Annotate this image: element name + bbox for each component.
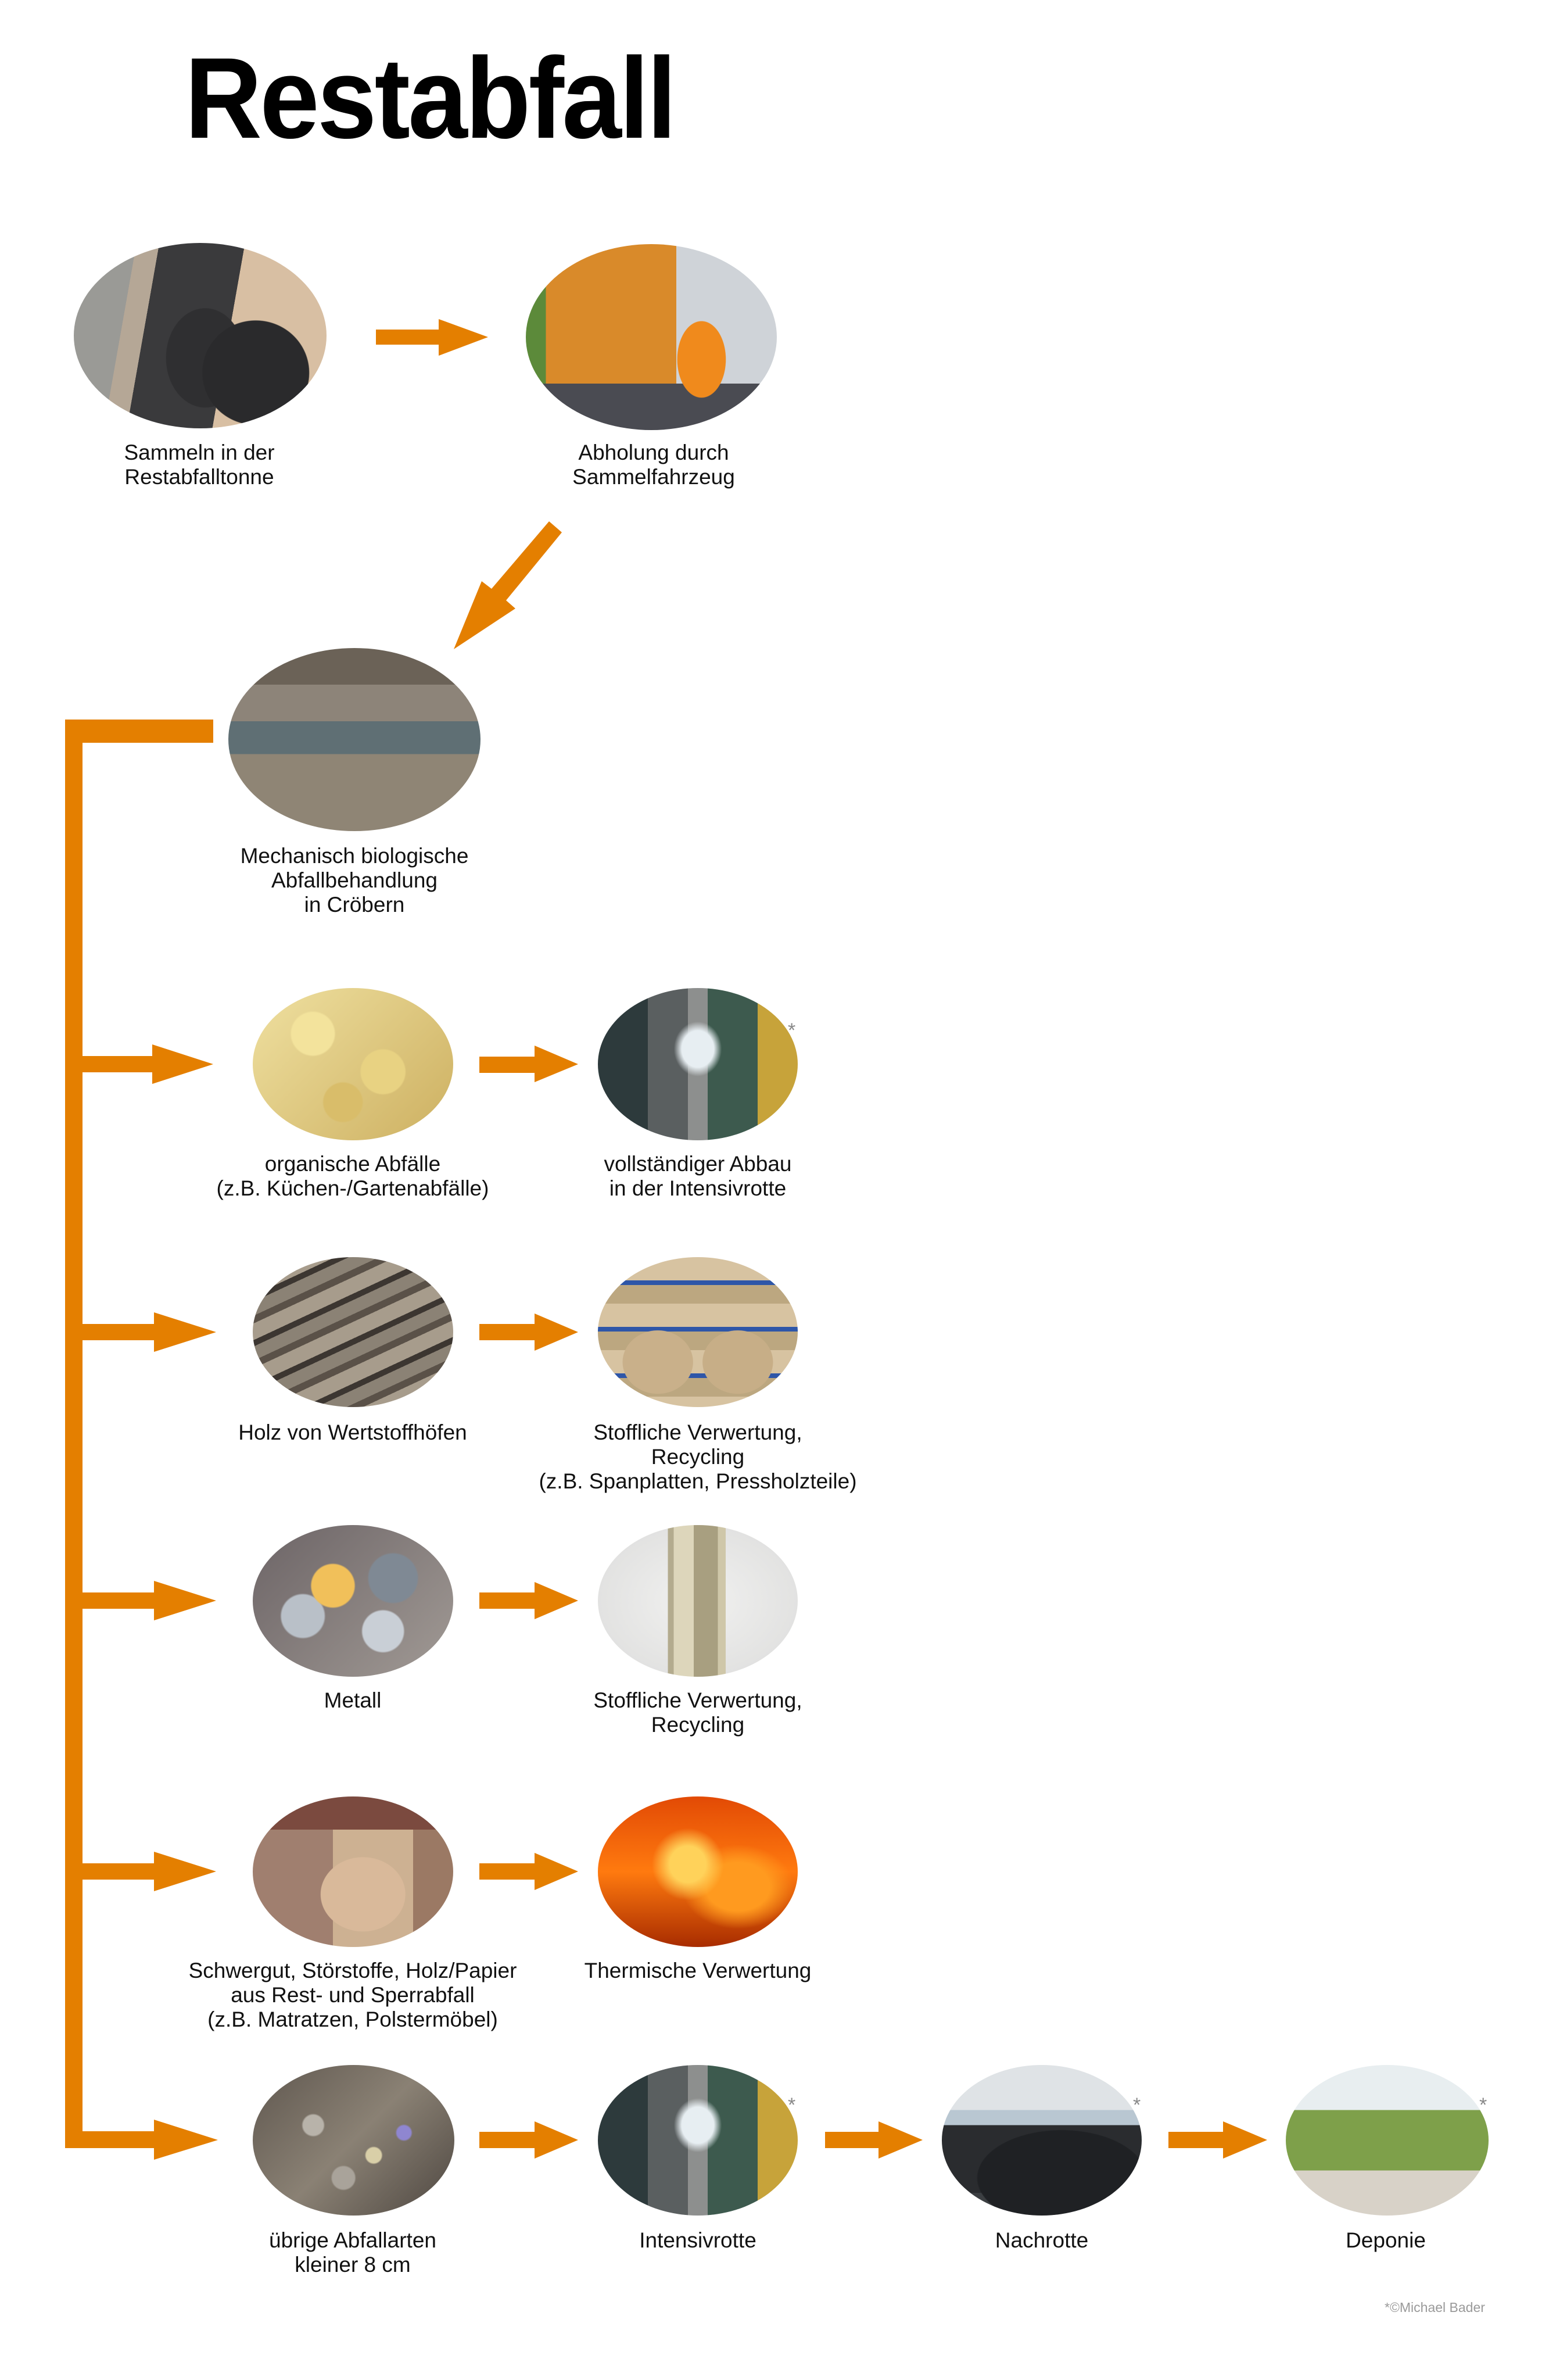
nachrotte-label: Nachrotte <box>995 2228 1088 2253</box>
arrow-rest-to-rotting <box>479 2121 578 2159</box>
label-line: Thermische Verwertung <box>584 1959 812 1982</box>
rest-label: übrige Abfallarten kleiner 8 cm <box>269 2228 436 2277</box>
metal-recycling-label: Stoffliche Verwertung, Recycling <box>593 1688 802 1737</box>
wood-label: Holz von Wertstoffhöfen <box>238 1420 467 1445</box>
label-line: aus Rest- und Sperrabfall <box>231 1983 475 2007</box>
treatment-label: Mechanisch biologische Abfallbehandlung … <box>241 844 469 917</box>
branch-arrow-metal <box>83 1581 216 1620</box>
arrow-metal-to-recycling <box>479 1582 578 1619</box>
wood-recycling-label: Stoffliche Verwertung, Recycling (z.B. S… <box>539 1420 856 1494</box>
photo-credit-asterisk: * <box>788 2094 796 2116</box>
label-line: Restabfalltonne <box>124 465 274 489</box>
arrow-rotting-to-nachrotte <box>825 2121 923 2159</box>
organic-label: organische Abfälle (z.B. Küchen-/Gartena… <box>217 1152 489 1201</box>
label-line: (z.B. Spanplatten, Pressholzteile) <box>539 1469 857 1493</box>
collect-label: Sammeln in der Restabfalltonne <box>124 441 274 489</box>
metal-label: Metall <box>324 1688 382 1713</box>
label-line: Holz von Wertstoffhöfen <box>238 1420 467 1444</box>
branch-arrow-rest <box>65 2120 218 2160</box>
landfill-hill-photo <box>1286 2065 1489 2216</box>
label-line: Recycling <box>651 1713 745 1737</box>
branch-arrow-bulky <box>83 1852 216 1891</box>
rotting-label: vollständiger Abbau in der Intensivrotte <box>604 1152 792 1201</box>
label-line: Recycling <box>651 1445 745 1469</box>
label-line: Intensivrotte <box>639 2228 756 2252</box>
label-line: in der Intensivrotte <box>609 1176 787 1200</box>
label-line: Stoffliche Verwertung, <box>593 1688 802 1712</box>
label-line: Sammeln in der <box>124 441 275 464</box>
pickup-label: Abholung durch Sammelfahrzeug <box>572 441 735 489</box>
label-line: Abfallbehandlung <box>271 868 438 892</box>
label-line: Schwergut, Störstoffe, Holz/Papier <box>188 1959 517 1982</box>
residual-waste-bins-photo <box>74 243 327 428</box>
wood-planks-photo <box>253 1257 453 1407</box>
label-line: in Cröbern <box>304 893 405 917</box>
branch-arrow-wood <box>83 1312 216 1352</box>
label-line: Sammelfahrzeug <box>572 465 735 489</box>
label-line: (z.B. Matratzen, Polstermöbel) <box>207 2007 498 2031</box>
wooden-chairs-photo <box>598 1257 798 1407</box>
label-line: Nachrotte <box>995 2228 1089 2252</box>
mba-hall-photo <box>228 648 481 831</box>
branch-trunk <box>65 720 83 2148</box>
label-line: Stoffliche Verwertung, <box>593 1420 802 1444</box>
label-line: Abholung durch <box>578 441 729 464</box>
label-line: übrige Abfallarten <box>269 2228 436 2252</box>
tin-can-photo <box>598 1525 798 1677</box>
arrow-pickup-to-mba <box>454 521 562 649</box>
arrow-wood-to-recycling <box>479 1314 578 1351</box>
photo-credit-asterisk: * <box>1479 2094 1487 2116</box>
arrow-collect-to-pickup <box>376 319 488 356</box>
shredded-waste-photo <box>253 2065 454 2216</box>
garbage-truck-photo <box>526 244 777 430</box>
metal-cans-photo <box>253 1525 453 1677</box>
deponie-label: Deponie <box>1346 2228 1426 2253</box>
fire-photo <box>598 1796 798 1947</box>
label-line: vollständiger Abbau <box>604 1152 792 1176</box>
label-line: Mechanisch biologische <box>240 844 469 868</box>
arrow-bulky-to-thermal <box>479 1853 578 1890</box>
label-line: kleiner 8 cm <box>295 2253 411 2277</box>
bulky-label: Schwergut, Störstoffe, Holz/Papier aus R… <box>189 1959 517 2032</box>
photo-credit-note: *©Michael Bader <box>1385 2300 1485 2315</box>
potato-peels-photo <box>253 988 453 1140</box>
thermal-label: Thermische Verwertung <box>585 1959 812 1983</box>
intensive-rotting-hall-photo <box>598 2065 798 2216</box>
arrow-nachrotte-to-deponie <box>1168 2121 1267 2159</box>
label-line: organische Abfälle <box>264 1152 441 1176</box>
photo-credit-asterisk: * <box>788 1019 796 1042</box>
branch-arrow-organic <box>83 1044 213 1084</box>
label-line: Metall <box>324 1688 382 1712</box>
label-line: (z.B. Küchen-/Gartenabfälle) <box>216 1176 489 1200</box>
photo-credit-asterisk: * <box>1133 2094 1141 2116</box>
old-armchairs-photo <box>253 1796 453 1947</box>
arrow-organic-to-rotting <box>479 1046 578 1082</box>
compost-heap-photo <box>942 2065 1142 2216</box>
label-line: Deponie <box>1346 2228 1426 2252</box>
intensive-rotting-hall-photo <box>598 988 798 1140</box>
branch-trunk-top <box>65 720 213 743</box>
intensivrotte-label: Intensivrotte <box>639 2228 756 2253</box>
page-title: Restabfall <box>185 34 677 162</box>
